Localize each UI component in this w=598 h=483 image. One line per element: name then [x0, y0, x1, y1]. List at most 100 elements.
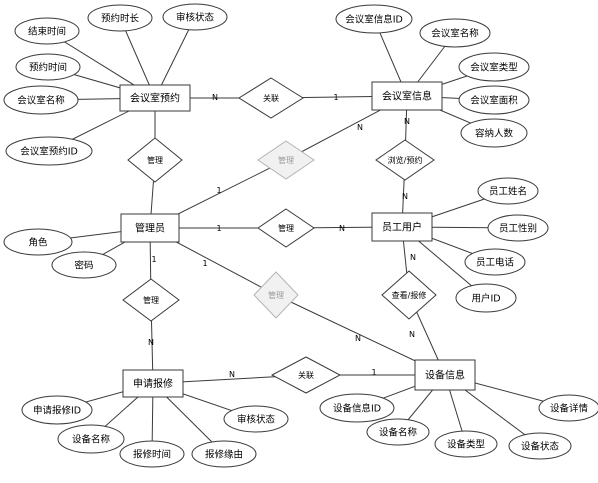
- attribute-a-room-id: 会议室信息ID: [335, 4, 413, 34]
- attribute-label: 会议室名称: [17, 95, 65, 107]
- attribute-label: 用户ID: [471, 293, 500, 305]
- cardinality-from: 1: [151, 255, 156, 264]
- entity-label: 设备信息: [425, 369, 465, 382]
- attribute-a-dev-id: 设备信息ID: [319, 393, 395, 423]
- attribute-a-repair-dev-name: 设备名称: [57, 424, 125, 454]
- cardinality-to: 1: [333, 93, 338, 102]
- attribute-a-emp-name: 员工姓名: [477, 177, 539, 205]
- attribute-label: 申请报修ID: [33, 405, 81, 417]
- attribute-a-password: 密码: [51, 251, 117, 279]
- relationship-label: 关联: [298, 370, 314, 380]
- entity-label: 管理员: [135, 222, 165, 235]
- attribute-a-emp-phone: 员工电话: [464, 248, 526, 276]
- attribute-a-emp-gender: 员工性别: [487, 214, 549, 242]
- entity-room: 会议室信息: [371, 81, 443, 111]
- attribute-a-repair-time: 报修时间: [119, 440, 185, 468]
- entity-label: 会议室预约: [130, 92, 180, 105]
- attribute-a-duration: 预约时长: [87, 4, 153, 32]
- cardinality-from: N: [410, 253, 416, 262]
- attribute-a-user-id: 用户ID: [455, 283, 517, 313]
- relationship-r-admin-dev: 管理: [253, 271, 299, 319]
- attribute-label: 员工性别: [499, 223, 537, 235]
- attribute-a-role: 角色: [3, 228, 73, 256]
- relationship-r-admin-repair: 管理: [122, 278, 180, 322]
- entity-label: 员工用户: [382, 221, 422, 234]
- cardinality-to: N: [148, 338, 154, 347]
- attribute-label: 会议室类型: [470, 62, 518, 74]
- relationship-r-emp-dev: 查看/报修: [381, 270, 437, 320]
- attribute-a-res-time: 预约时间: [15, 53, 81, 81]
- attribute-label: 设备详情: [550, 403, 589, 415]
- attribute-a-dev-name: 设备名称: [366, 418, 430, 446]
- attribute-a-room-area: 会议室面积: [458, 85, 530, 115]
- attribute-a-dev-type: 设备类型: [434, 430, 498, 458]
- attribute-label: 会议室信息ID: [345, 14, 403, 26]
- cardinality-to: N: [339, 224, 345, 233]
- attribute-a-dev-detail: 设备详情: [538, 394, 598, 422]
- attribute-label: 员工电话: [476, 257, 515, 269]
- attribute-label: 审核状态: [237, 414, 276, 426]
- relationship-label: 管理: [278, 223, 294, 233]
- relationship-r-repair-dev: 关联: [270, 356, 342, 394]
- attribute-label: 会议室名称: [431, 28, 479, 40]
- entity-admin: 管理员: [120, 213, 180, 243]
- attribute-label: 设备类型: [447, 439, 486, 451]
- attribute-a-end-time: 结束时间: [14, 17, 80, 45]
- attribute-label: 会议室预约ID: [20, 146, 78, 158]
- relationship-r-admin-room: 管理: [257, 140, 315, 180]
- entity-repair: 申请报修: [122, 369, 184, 398]
- attribute-a-dev-status: 设备状态: [508, 432, 572, 460]
- cardinality-from: 1: [202, 259, 207, 268]
- relationship-label: 浏览/预约: [388, 155, 423, 165]
- attribute-a-room-type: 会议室类型: [458, 52, 530, 82]
- attribute-label: 设备状态: [521, 441, 560, 453]
- relationship-label: 关联: [263, 93, 279, 103]
- attribute-label: 报修时间: [133, 449, 171, 461]
- shape-layer: 结束时间预约时长审核状态预约时间会议室名称会议室预约ID会议室信息ID会议室名称…: [3, 3, 598, 468]
- entity-device: 设备信息: [414, 359, 476, 391]
- cardinality-to: N: [357, 123, 363, 132]
- relationship-r-admin-emp: 管理: [257, 208, 315, 248]
- attribute-label: 容纳人数: [475, 128, 514, 140]
- relationship-label: 管理: [278, 155, 294, 165]
- cardinality-from: N: [229, 370, 235, 379]
- attribute-label: 角色: [28, 237, 48, 249]
- cardinality-to: N: [355, 334, 361, 343]
- attribute-a-room-capacity: 容纳人数: [460, 118, 528, 148]
- relationship-label: 管理: [147, 155, 163, 165]
- cardinality-to: 1: [371, 368, 376, 377]
- relationship-label: 查看/报修: [392, 290, 427, 300]
- entity-employee: 员工用户: [371, 212, 433, 242]
- attribute-a-res-id: 会议室预约ID: [5, 136, 93, 166]
- cardinality-from: 1: [216, 224, 221, 233]
- cardinality-to: N: [409, 330, 415, 339]
- attribute-label: 设备信息ID: [333, 403, 381, 415]
- attribute-a-res-status: 审核状态: [162, 3, 228, 31]
- attribute-label: 会议室面积: [470, 95, 518, 107]
- attribute-label: 审核状态: [176, 12, 215, 24]
- attribute-a-repair-reason: 报修缘由: [191, 440, 257, 468]
- attribute-label: 设备名称: [379, 427, 418, 439]
- relationship-r-res-room: 关联: [238, 77, 304, 119]
- relationship-label: 管理: [143, 295, 159, 305]
- relationship-r-admin-res: 管理: [127, 137, 183, 183]
- attribute-label: 设备名称: [72, 434, 111, 446]
- entity-reservation: 会议室预约: [119, 84, 191, 112]
- attribute-a-repair-id: 申请报修ID: [21, 395, 93, 425]
- attribute-label: 密码: [74, 260, 93, 272]
- attribute-a-res-room-name: 会议室名称: [3, 85, 79, 115]
- relationship-r-emp-room: 浏览/预约: [375, 139, 435, 181]
- entity-label: 会议室信息: [382, 90, 432, 103]
- attribute-a-room-name: 会议室名称: [419, 18, 491, 48]
- attribute-label: 预约时长: [101, 13, 140, 25]
- attribute-label: 预约时间: [29, 62, 67, 74]
- cardinality-from: N: [402, 192, 408, 201]
- cardinality-to: N: [404, 117, 410, 126]
- attribute-a-repair-status: 审核状态: [223, 405, 289, 433]
- attribute-label: 员工姓名: [489, 186, 527, 198]
- cardinality-from: 1: [216, 186, 221, 195]
- entity-label: 申请报修: [133, 377, 173, 390]
- attribute-label: 结束时间: [28, 26, 66, 38]
- attribute-label: 报修缘由: [205, 449, 243, 461]
